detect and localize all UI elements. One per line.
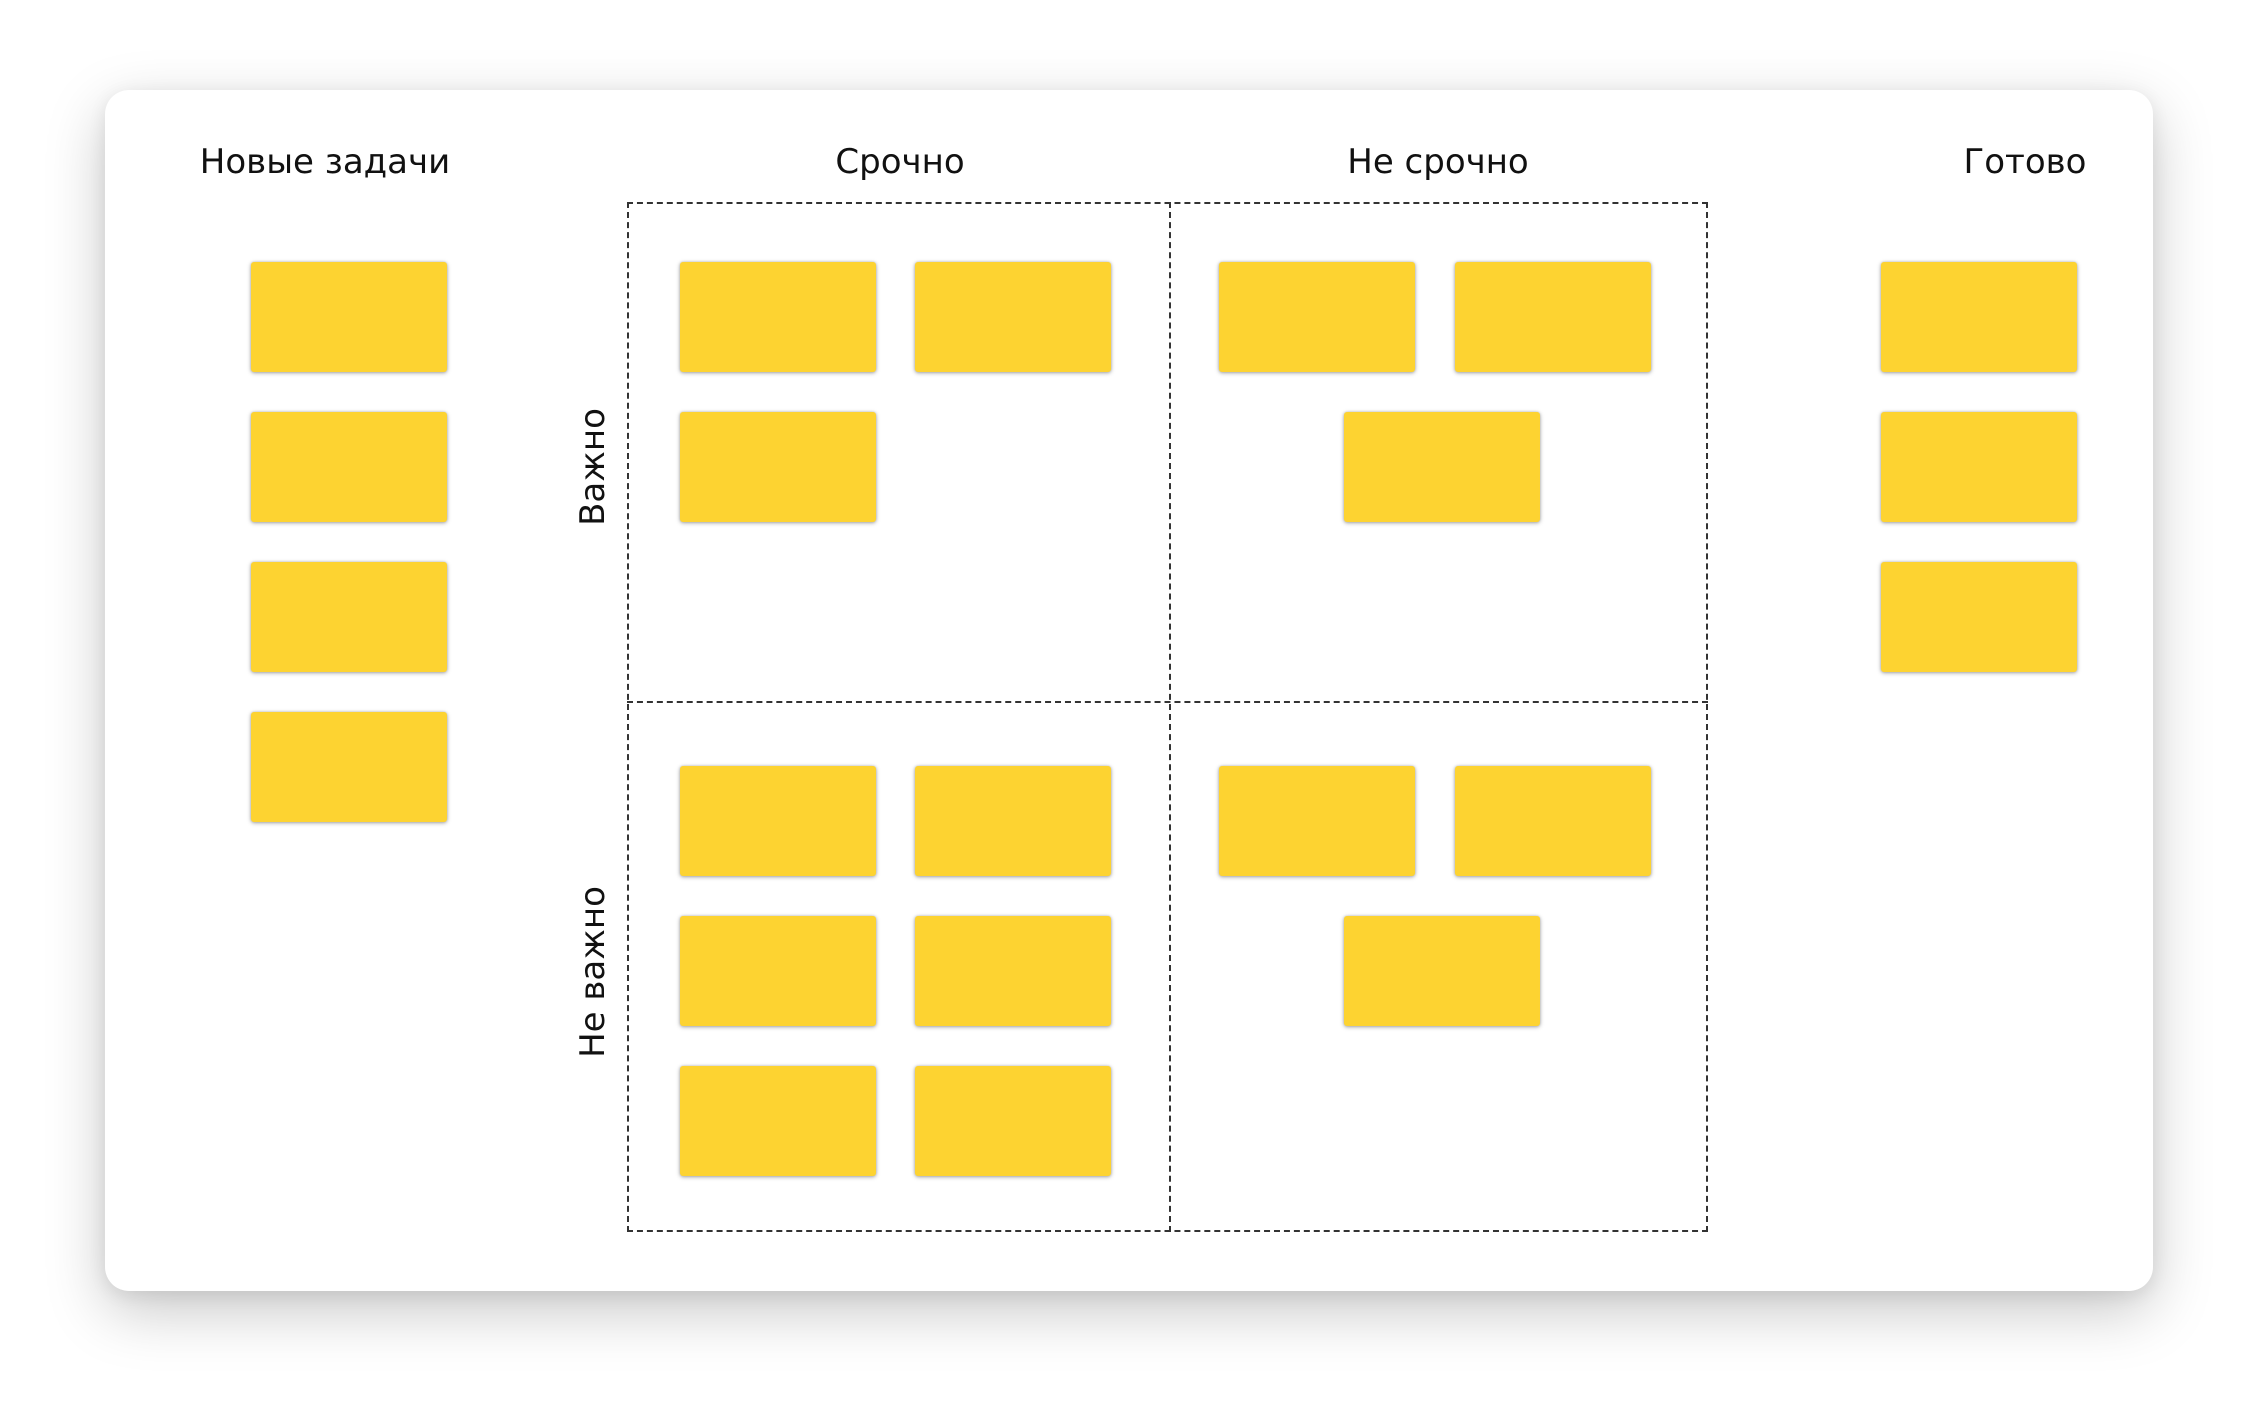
column-title-done: Готово [1963, 142, 2087, 182]
column-title-new-tasks: Новые задачи [199, 142, 451, 182]
task-card-important-not-urgent-2[interactable] [1455, 262, 1651, 372]
task-card-not-important-urgent-5[interactable] [680, 1066, 876, 1176]
task-card-not-important-not-urgent-1[interactable] [1219, 766, 1415, 876]
task-card-not-important-urgent-3[interactable] [680, 916, 876, 1026]
eisenhower-board: Новые задачи Срочно Не срочно Готово Важ… [105, 90, 2153, 1291]
task-card-done-3[interactable] [1881, 562, 2077, 672]
task-card-important-not-urgent-1[interactable] [1219, 262, 1415, 372]
row-label-important: Важно [573, 408, 613, 526]
task-card-done-2[interactable] [1881, 412, 2077, 522]
task-card-important-urgent-3[interactable] [680, 412, 876, 522]
task-card-not-important-not-urgent-3[interactable] [1344, 916, 1540, 1026]
column-title-urgent: Срочно [835, 142, 965, 182]
task-card-not-important-urgent-6[interactable] [915, 1066, 1111, 1176]
task-card-important-urgent-1[interactable] [680, 262, 876, 372]
task-card-important-not-urgent-3[interactable] [1344, 412, 1540, 522]
task-card-not-important-urgent-1[interactable] [680, 766, 876, 876]
task-card-not-important-urgent-2[interactable] [915, 766, 1111, 876]
task-card-not-important-urgent-4[interactable] [915, 916, 1111, 1026]
matrix-vertical-divider [1169, 202, 1171, 1232]
matrix-grid-frame [627, 202, 1708, 1232]
task-card-done-1[interactable] [1881, 262, 2077, 372]
task-card-not-important-not-urgent-2[interactable] [1455, 766, 1651, 876]
matrix-horizontal-divider [627, 701, 1708, 703]
task-card-new-1[interactable] [251, 262, 447, 372]
task-card-new-2[interactable] [251, 412, 447, 522]
column-title-not-urgent: Не срочно [1347, 142, 1529, 182]
task-card-new-4[interactable] [251, 712, 447, 822]
row-label-not-important: Не важно [573, 886, 613, 1058]
task-card-important-urgent-2[interactable] [915, 262, 1111, 372]
task-card-new-3[interactable] [251, 562, 447, 672]
